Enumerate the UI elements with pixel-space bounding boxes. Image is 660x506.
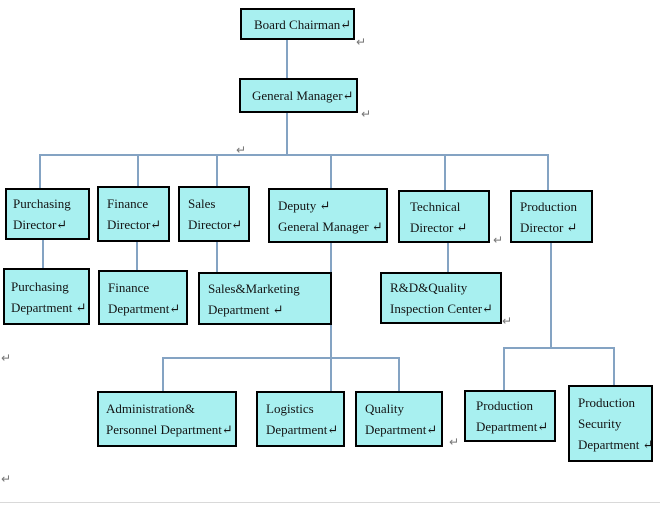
org-node-label: Department ↵ [11,299,87,315]
org-node-label: General Manager ↵ [278,218,383,234]
org-node-label: Department↵ [365,422,438,437]
org-node-label: Personnel Department↵ [106,422,233,437]
org-node-label: Director ↵ [410,219,468,235]
paragraph-mark-icon: ↵ [1,351,12,365]
connector-line [447,243,449,272]
org-node-rd-quality-inspection-center[interactable]: R&D&Quality Inspection Center↵ [380,272,502,324]
org-node-technical-director[interactable]: Technical Director ↵ [398,190,490,243]
connector-line [137,154,139,186]
connector-line [398,357,400,391]
org-node-sales-marketing-department[interactable]: Sales&Marketing Department ↵ [198,272,332,325]
org-node-label: Director↵ [107,217,162,232]
org-node-label: Department ↵ [578,437,654,452]
org-node-label: Security [578,416,622,431]
connector-line [330,154,332,188]
org-node-purchasing-director[interactable]: Purchasing Director↵ [5,188,90,240]
connector-line [547,154,549,190]
connector-line [216,242,218,272]
paragraph-mark-icon: ↵ [236,143,247,157]
org-node-deputy-general-manager[interactable]: Deputy ↵ General Manager ↵ [268,188,388,243]
org-node-label: Technical [410,198,461,214]
org-node-label: Purchasing [13,196,71,211]
org-node-label: Production [520,198,578,214]
org-node-production-director[interactable]: Production Director ↵ [510,190,593,243]
paragraph-mark-icon: ↵ [449,435,460,449]
org-node-label: Inspection Center↵ [390,301,493,316]
connector-line [503,347,615,349]
paragraph-mark-icon: ↵ [493,233,504,247]
org-node-label: Finance [108,279,150,295]
connector-line [286,40,288,78]
org-node-finance-department[interactable]: Finance Department↵ [98,270,188,325]
org-node-board-chairman[interactable]: Board Chairman↵ [240,8,355,40]
paragraph-mark-icon: ↵ [1,472,12,486]
org-node-production-security-department[interactable]: Production Security Department ↵ [568,385,654,462]
connector-line [136,241,138,270]
org-node-logistics-department[interactable]: Logistics Department↵ [256,391,345,447]
org-node-label: Sales&Marketing [208,280,300,296]
org-node-admin-personnel-department[interactable]: Administration& Personnel Department↵ [97,391,237,447]
org-node-label: Production [476,398,534,413]
paragraph-mark-icon: ↵ [502,314,513,328]
connector-line [503,347,505,390]
org-node-label: Director↵ [188,217,243,232]
org-node-finance-director[interactable]: Finance Director↵ [97,186,170,242]
org-node-label: Director ↵ [520,219,578,235]
page-edge-divider [0,502,660,503]
org-node-label: Finance [107,196,149,211]
connector-line [39,154,549,156]
connector-line [162,357,164,391]
org-node-label: Department↵ [266,422,339,437]
connector-line [162,357,400,359]
org-node-label: Department↵ [476,419,549,434]
org-node-label: Board Chairman↵ [254,16,352,32]
org-node-label: Administration& [106,401,195,416]
org-node-label: Department↵ [108,300,181,316]
org-node-sales-director[interactable]: Sales Director↵ [178,186,250,242]
connector-line [39,154,41,188]
connector-line [613,347,615,385]
org-node-quality-department[interactable]: Quality Department↵ [355,391,443,447]
org-node-label: Director↵ [13,217,68,232]
paragraph-mark-icon: ↵ [356,35,367,49]
org-node-label: Deputy ↵ [278,197,331,213]
org-node-label: Department ↵ [208,301,284,317]
org-node-label: General Manager↵ [252,88,354,103]
connector-line [286,113,288,154]
org-node-purchasing-department[interactable]: Purchasing Department ↵ [3,268,90,325]
connector-line [550,243,552,347]
connector-line [444,154,446,190]
org-node-production-department[interactable]: Production Department↵ [464,390,556,442]
org-node-label: Purchasing [11,278,69,294]
org-node-label: R&D&Quality [390,280,468,295]
org-node-label: Logistics [266,401,314,416]
connector-line [42,240,44,268]
org-node-label: Quality [365,401,404,416]
paragraph-mark-icon: ↵ [361,107,372,121]
org-node-label: Production [578,395,636,410]
org-node-general-manager[interactable]: General Manager↵ [239,78,358,113]
connector-line [216,154,218,186]
org-node-label: Sales [188,196,216,211]
